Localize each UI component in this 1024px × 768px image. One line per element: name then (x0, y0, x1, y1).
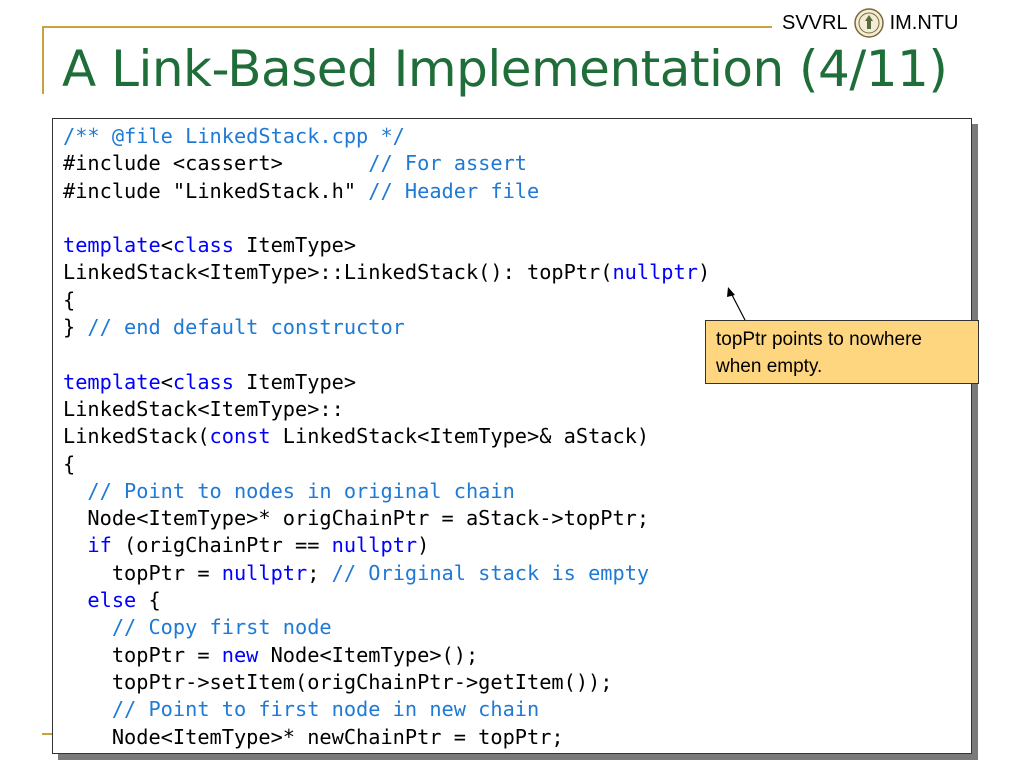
code-text: topPtr = (63, 560, 222, 585)
code-listing: /** @file LinkedStack.cpp */ #include <c… (53, 119, 971, 751)
code-text: { (63, 287, 76, 312)
code-text: Node<ItemType>* origChainPtr = aStack->t… (63, 506, 650, 531)
code-text: { (63, 451, 76, 476)
callout-text-line-1: topPtr points to nowhere (716, 329, 922, 350)
code-text: Node<ItemType>* newChainPtr = topPtr; (63, 724, 564, 749)
code-keyword: else (87, 588, 137, 613)
code-text: topPtr = (63, 642, 222, 667)
code-keyword: if (87, 533, 112, 558)
code-keyword: nullptr (221, 560, 308, 585)
code-text: ; (307, 560, 332, 585)
code-comment: // Header file (368, 178, 540, 203)
code-keyword: class (172, 233, 234, 258)
code-text: #include "LinkedStack.h" (63, 178, 369, 203)
brand-left: SVVRL (782, 11, 848, 34)
code-keyword: template (63, 369, 161, 394)
code-text (63, 533, 87, 557)
code-keyword: template (63, 233, 161, 258)
code-text (63, 479, 87, 503)
code-text: LinkedStack( (63, 424, 210, 449)
ntu-seal-icon (853, 8, 884, 38)
code-text: < (160, 369, 173, 394)
code-keyword: nullptr (612, 260, 698, 285)
slide-title: A Link-Based Implementation (4/11) (62, 40, 948, 98)
brand-header: SVVRL IM.NTU (782, 8, 958, 38)
header-rule (42, 26, 772, 28)
code-text: ) (417, 533, 430, 558)
code-text: topPtr->setItem(origChainPtr->getItem())… (63, 669, 613, 694)
code-keyword: class (172, 369, 234, 394)
code-comment: // Copy first node (111, 615, 332, 640)
code-text: LinkedStack<ItemType>& aStack) (270, 424, 650, 449)
code-comment: // Point to first node in new chain (111, 697, 540, 722)
code-keyword: new (221, 642, 259, 667)
code-text: < (160, 233, 173, 258)
code-comment: // end default constructor (87, 315, 405, 340)
code-text: LinkedStack<ItemType>:: (63, 396, 344, 421)
code-comment: /** @file LinkedStack.cpp */ (63, 124, 405, 148)
code-text (63, 615, 112, 639)
code-box: /** @file LinkedStack.cpp */ #include <c… (52, 118, 972, 754)
code-text: ItemType> (233, 369, 357, 394)
code-comment: // Point to nodes in original chain (87, 478, 515, 503)
code-comment: // Original stack is empty (331, 560, 650, 585)
code-text: ItemType> (233, 233, 357, 258)
code-comment: // For assert (368, 151, 528, 176)
code-text: #include <cassert> (63, 151, 369, 176)
code-keyword: const (209, 424, 271, 449)
code-text (63, 697, 112, 721)
code-text: } (63, 315, 88, 340)
code-text: (origChainPtr == (111, 533, 332, 558)
code-keyword: nullptr (331, 533, 418, 558)
callout-text-line-2: when empty. (716, 356, 823, 377)
bottom-rule (42, 733, 56, 735)
code-text: LinkedStack<ItemType>::LinkedStack(): to… (63, 260, 613, 285)
code-text: ) (697, 260, 711, 285)
code-text (63, 588, 87, 612)
brand-right: IM.NTU (889, 11, 959, 34)
code-text: Node<ItemType>(); (258, 642, 479, 667)
callout-note: topPtr points to nowhere when empty. (705, 320, 979, 384)
code-text: { (136, 588, 161, 613)
side-rule (42, 26, 44, 94)
